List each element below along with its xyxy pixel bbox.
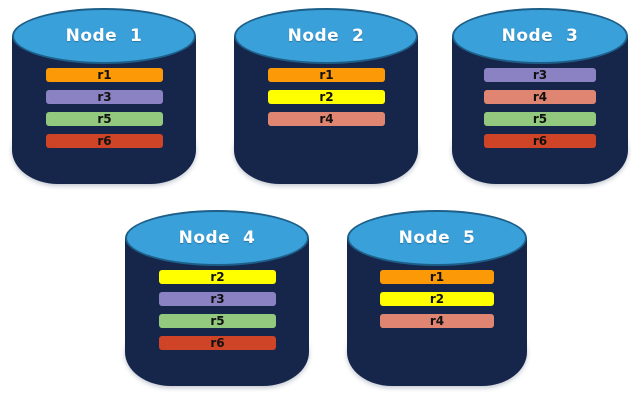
replica-bar[interactable]: r1: [380, 270, 494, 284]
replica-list: r3 r4 r5 r6: [484, 68, 596, 156]
replica-list: r1 r2 r4: [380, 270, 494, 336]
database-node[interactable]: Node 2 r1 r2 r4: [234, 8, 418, 184]
replica-bar[interactable]: r6: [484, 134, 596, 148]
replica-label: r1: [97, 68, 112, 82]
replica-bar[interactable]: r5: [159, 314, 276, 328]
database-node[interactable]: Node 5 r1 r2 r4: [347, 210, 527, 386]
replica-label: r3: [210, 292, 225, 306]
replica-label: r3: [532, 68, 548, 82]
node-title: Node 4: [178, 228, 256, 248]
replica-label: r2: [319, 90, 334, 104]
replica-label: r5: [532, 112, 548, 126]
replica-label: r2: [429, 292, 445, 306]
replica-bar[interactable]: r1: [46, 68, 163, 82]
replica-label: r1: [429, 270, 445, 284]
database-node[interactable]: Node 1 r1 r3 r5 r6: [12, 8, 196, 184]
replica-bar[interactable]: r3: [484, 68, 596, 82]
replica-label: r2: [210, 270, 225, 284]
replica-label: r4: [532, 90, 548, 104]
cylinder-top-label-area[interactable]: Node 1: [12, 8, 196, 64]
replica-bar[interactable]: r6: [159, 336, 276, 350]
replica-list: r2 r3 r5 r6: [159, 270, 276, 358]
replica-list: r1 r2 r4: [268, 68, 385, 134]
replica-bar[interactable]: r2: [268, 90, 385, 104]
node-title: Node 5: [398, 228, 476, 248]
replica-bar[interactable]: r2: [380, 292, 494, 306]
cylinder-top-label-area[interactable]: Node 5: [347, 210, 527, 266]
replica-label: r4: [429, 314, 445, 328]
replica-bar[interactable]: r1: [268, 68, 385, 82]
database-node[interactable]: Node 3 r3 r4 r5 r6: [452, 8, 628, 184]
replica-label: r3: [97, 90, 112, 104]
cylinder-top-label-area[interactable]: Node 4: [125, 210, 309, 266]
replica-bar[interactable]: r4: [484, 90, 596, 104]
replica-bar[interactable]: r6: [46, 134, 163, 148]
replica-bar[interactable]: r3: [159, 292, 276, 306]
node-title: Node 1: [65, 26, 143, 46]
replica-bar[interactable]: r4: [380, 314, 494, 328]
replica-bar[interactable]: r2: [159, 270, 276, 284]
replica-label: r6: [97, 134, 112, 148]
replica-bar[interactable]: r3: [46, 90, 163, 104]
cylinder-top-label-area[interactable]: Node 2: [234, 8, 418, 64]
replica-list: r1 r3 r5 r6: [46, 68, 163, 156]
node-title: Node 2: [287, 26, 365, 46]
database-node[interactable]: Node 4 r2 r3 r5 r6: [125, 210, 309, 386]
replica-label: r4: [319, 112, 334, 126]
replica-label: r5: [97, 112, 112, 126]
node-title: Node 3: [501, 26, 579, 46]
replica-bar[interactable]: r5: [46, 112, 163, 126]
replica-bar[interactable]: r4: [268, 112, 385, 126]
replica-label: r6: [210, 336, 225, 350]
replica-bar[interactable]: r5: [484, 112, 596, 126]
replica-label: r5: [210, 314, 225, 328]
replica-label: r1: [319, 68, 334, 82]
replica-label: r6: [532, 134, 548, 148]
cylinder-top-label-area[interactable]: Node 3: [452, 8, 628, 64]
